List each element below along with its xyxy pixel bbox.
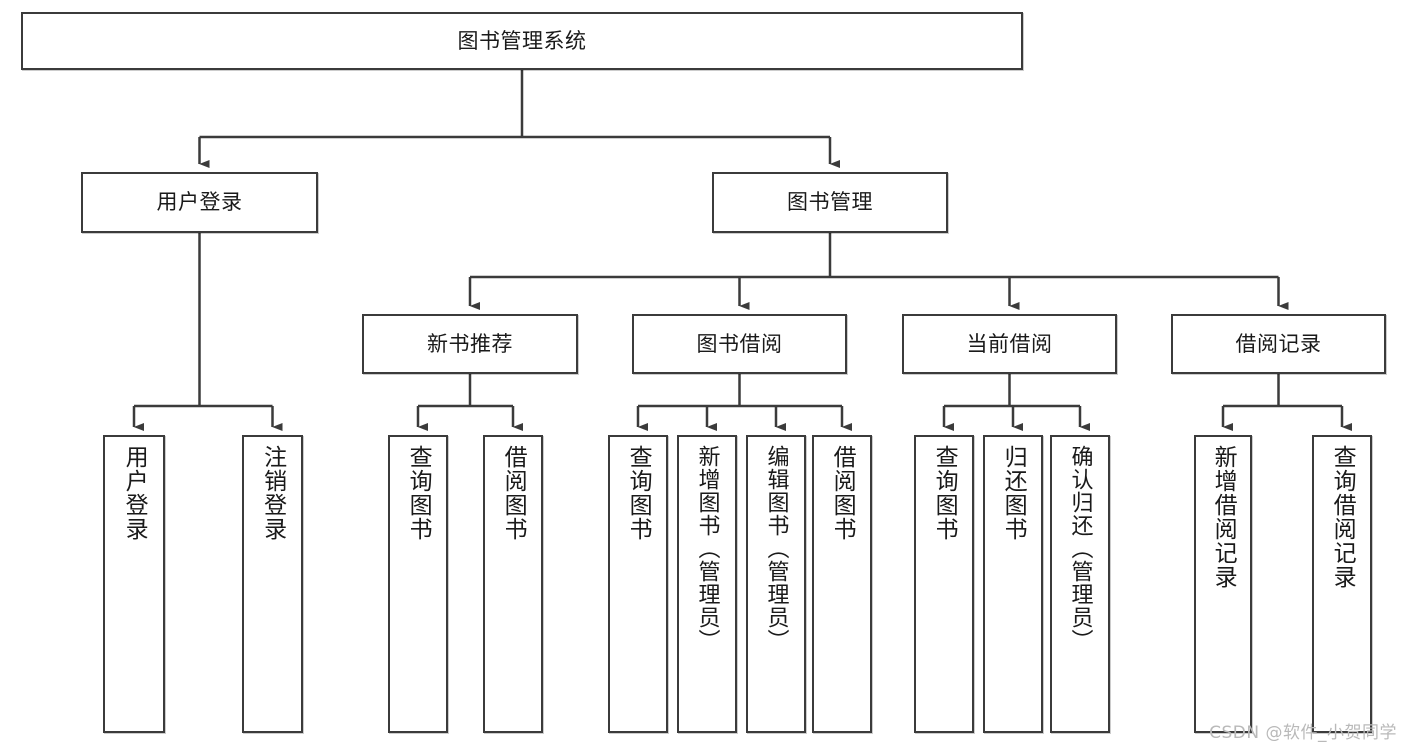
node-leaf-borrow-book-2-label: 借阅图书 xyxy=(829,445,856,541)
node-borrow-record[interactable]: 借阅记录 xyxy=(1171,314,1386,374)
node-book-manage[interactable]: 图书管理 xyxy=(712,172,948,233)
node-leaf-confirm-return-label: 确认归还（管理员） xyxy=(1067,445,1093,652)
node-leaf-edit-book[interactable]: 编辑图书（管理员） xyxy=(746,435,806,733)
node-new-book-recommend-label: 新书推荐 xyxy=(427,331,513,356)
node-leaf-query-record-label: 查询借阅记录 xyxy=(1329,445,1356,589)
node-leaf-query-book-3-label: 查询图书 xyxy=(931,445,958,541)
node-user-login[interactable]: 用户登录 xyxy=(81,172,318,233)
node-leaf-return-book-label: 归还图书 xyxy=(1000,445,1027,541)
node-leaf-borrow-book-1-label: 借阅图书 xyxy=(500,445,527,541)
node-leaf-borrow-book-1[interactable]: 借阅图书 xyxy=(483,435,543,733)
node-leaf-confirm-return[interactable]: 确认归还（管理员） xyxy=(1050,435,1110,733)
node-book-borrow[interactable]: 图书借阅 xyxy=(632,314,847,374)
node-leaf-add-record-label: 新增借阅记录 xyxy=(1210,445,1237,589)
node-leaf-user-login[interactable]: 用户登录 xyxy=(103,435,165,733)
node-leaf-query-book-2-label: 查询图书 xyxy=(625,445,652,541)
node-leaf-query-book-2[interactable]: 查询图书 xyxy=(608,435,668,733)
node-leaf-query-book-1-label: 查询图书 xyxy=(405,445,432,541)
node-leaf-logout-label: 注销登录 xyxy=(259,445,286,541)
node-current-borrow-label: 当前借阅 xyxy=(966,331,1053,356)
node-current-borrow[interactable]: 当前借阅 xyxy=(902,314,1117,374)
node-book-borrow-label: 图书借阅 xyxy=(696,331,783,356)
node-root-system[interactable]: 图书管理系统 xyxy=(21,12,1023,70)
csdn-watermark: CSDN @软件_小贺同学 xyxy=(1209,723,1397,743)
node-leaf-logout[interactable]: 注销登录 xyxy=(242,435,303,733)
node-borrow-record-label: 借阅记录 xyxy=(1235,331,1322,356)
node-leaf-query-book-1[interactable]: 查询图书 xyxy=(388,435,448,733)
node-user-login-label: 用户登录 xyxy=(156,190,243,215)
node-leaf-user-login-label: 用户登录 xyxy=(121,445,148,541)
node-leaf-add-book[interactable]: 新增图书（管理员） xyxy=(677,435,737,733)
node-leaf-query-book-3[interactable]: 查询图书 xyxy=(914,435,974,733)
node-leaf-return-book[interactable]: 归还图书 xyxy=(983,435,1043,733)
node-root-system-label: 图书管理系统 xyxy=(457,28,587,53)
node-book-manage-label: 图书管理 xyxy=(787,190,873,215)
node-leaf-edit-book-label: 编辑图书（管理员） xyxy=(763,445,789,652)
node-leaf-query-record[interactable]: 查询借阅记录 xyxy=(1312,435,1372,733)
node-leaf-add-book-label: 新增图书（管理员） xyxy=(694,445,720,652)
node-leaf-add-record[interactable]: 新增借阅记录 xyxy=(1194,435,1252,733)
node-leaf-borrow-book-2[interactable]: 借阅图书 xyxy=(812,435,872,733)
node-new-book-recommend[interactable]: 新书推荐 xyxy=(362,314,578,374)
